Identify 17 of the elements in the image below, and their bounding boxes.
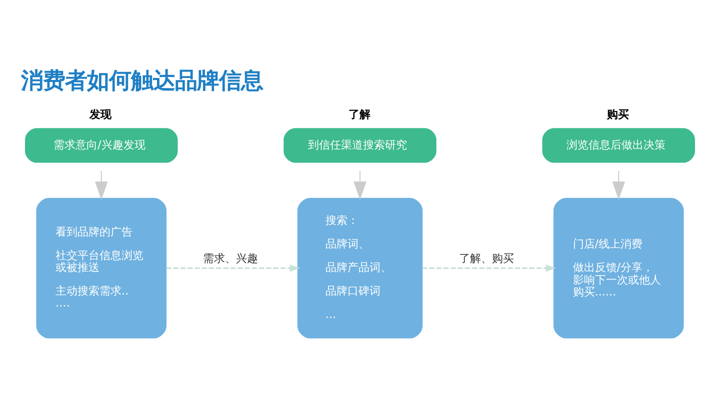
arrow — [612, 171, 626, 200]
node-box: 看到品牌的广告 社交平台信息浏览或被推送 主动搜索需求...... — [36, 198, 167, 338]
arrow — [422, 264, 556, 272]
arrow — [354, 171, 366, 200]
arrow — [94, 171, 108, 200]
node-box: 到信任渠道搜索研究 — [284, 128, 436, 163]
node-box: 搜索： 品牌词、 品牌产品词、 品牌口碑词 ... — [297, 198, 423, 338]
node-label: 了解 — [348, 108, 370, 121]
diagram-title: 消费者如何触达品牌信息 — [20, 68, 263, 94]
node-box: 门店/线上消费 做出反馈/分享，影响下一次或他人购买...... — [553, 198, 684, 338]
node-box: 浏览信息后做出决策 — [542, 128, 695, 163]
node-label: 购买 — [606, 108, 629, 121]
node-label: 发现 — [90, 108, 112, 121]
edge-label: 了解、购买 — [459, 252, 514, 265]
arrow — [166, 264, 300, 272]
node-box: 需求意向/兴趣发现 — [25, 128, 178, 163]
edge-label: 需求、兴趣 — [202, 252, 258, 265]
